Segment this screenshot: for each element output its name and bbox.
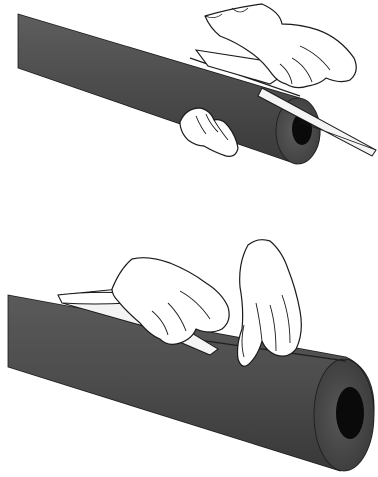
top-illustration-panel [0, 0, 378, 205]
foam-tube-bore [336, 387, 364, 439]
upper-hand [205, 4, 356, 88]
right-hand [238, 240, 302, 367]
bottom-illustration-panel [0, 225, 378, 477]
